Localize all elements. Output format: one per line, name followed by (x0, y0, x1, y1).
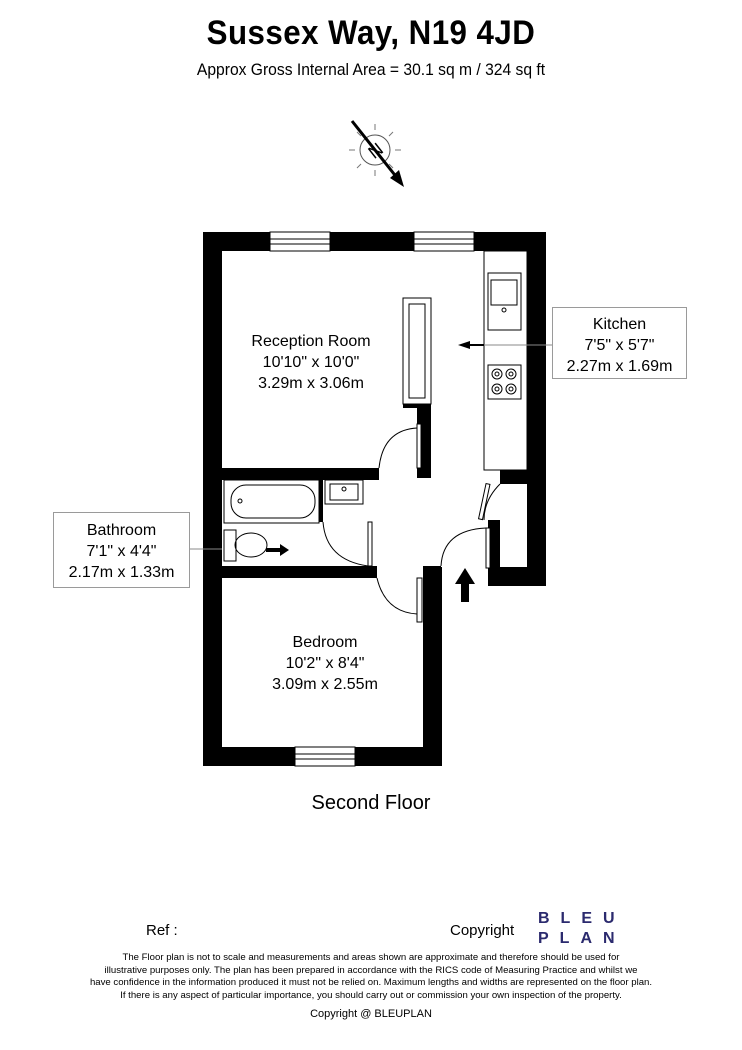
kitchen-name: Kitchen (592, 316, 647, 333)
reception-room-metric: 3.29m x 3.06m (258, 375, 364, 392)
kitchen-metric: 2.27m x 1.69m (566, 358, 673, 375)
window-reception-right (413, 231, 475, 252)
kitchen-imperial: 7'5" x 5'7" (584, 337, 655, 354)
bedroom-label: Bedroom 10'2" x 8'4" 3.09m x 2.55m (235, 632, 415, 695)
reception-partition (402, 297, 432, 405)
disclaimer-line-2: illustrative purposes only. The plan has… (104, 964, 638, 976)
area-subtitle: Approx Gross Internal Area = 30.1 sq m /… (196, 60, 546, 79)
kitchen-callout: Kitchen 7'5" x 5'7" 2.27m x 1.69m (552, 307, 687, 379)
kitchen-counter (483, 250, 528, 471)
disclaimer-line-4: If there is any aspect of particular imp… (120, 989, 622, 1001)
doors (322, 423, 501, 623)
bedroom-imperial: 10'2" x 8'4" (285, 655, 365, 672)
bathroom-imperial: 7'1" x 4'4" (86, 543, 157, 560)
bedroom-metric: 3.09m x 2.55m (272, 676, 378, 693)
logo-line-2: PLAN (538, 930, 626, 947)
bathroom-metric: 2.17m x 1.33m (68, 564, 175, 581)
toilet (223, 529, 268, 562)
interior-walls (222, 402, 441, 578)
bleuplan-logo: BLEU PLAN (538, 910, 626, 948)
kitchen-pointer-arrow (458, 341, 484, 349)
reception-room-imperial: 10'10" x 10'0" (262, 354, 360, 371)
bathroom-callout: Bathroom 7'1" x 4'4" 2.17m x 1.33m (53, 512, 190, 588)
disclaimer-line-3: have confidence in the information produ… (89, 977, 653, 989)
bathroom-pointer-arrow (266, 544, 289, 556)
logo-line-1: BLEU (538, 910, 626, 927)
entrance-arrow-icon (455, 568, 475, 602)
copyright-footer: Copyright @ BLEUPLAN (310, 1008, 432, 1020)
bathroom-sink (324, 479, 364, 505)
compass-icon (349, 120, 404, 187)
window-bedroom (294, 746, 356, 767)
floor-name: Second Floor (311, 792, 431, 814)
ref-label: Ref : (146, 922, 178, 939)
window-reception-left (269, 231, 331, 252)
disclaimer-line-1: The Floor plan is not to scale and measu… (122, 952, 620, 963)
copyright-label: Copyright (450, 922, 515, 939)
bedroom-name: Bedroom (292, 634, 358, 651)
page-title: Sussex Way, N19 4JD (206, 14, 536, 52)
disclaimer: The Floor plan is not to scale and measu… (40, 952, 702, 1002)
bathtub (223, 479, 320, 524)
bathroom-name: Bathroom (86, 522, 157, 539)
reception-room-name: Reception Room (251, 333, 371, 350)
reception-room-label: Reception Room 10'10" x 10'0" 3.29m x 3.… (226, 331, 396, 394)
